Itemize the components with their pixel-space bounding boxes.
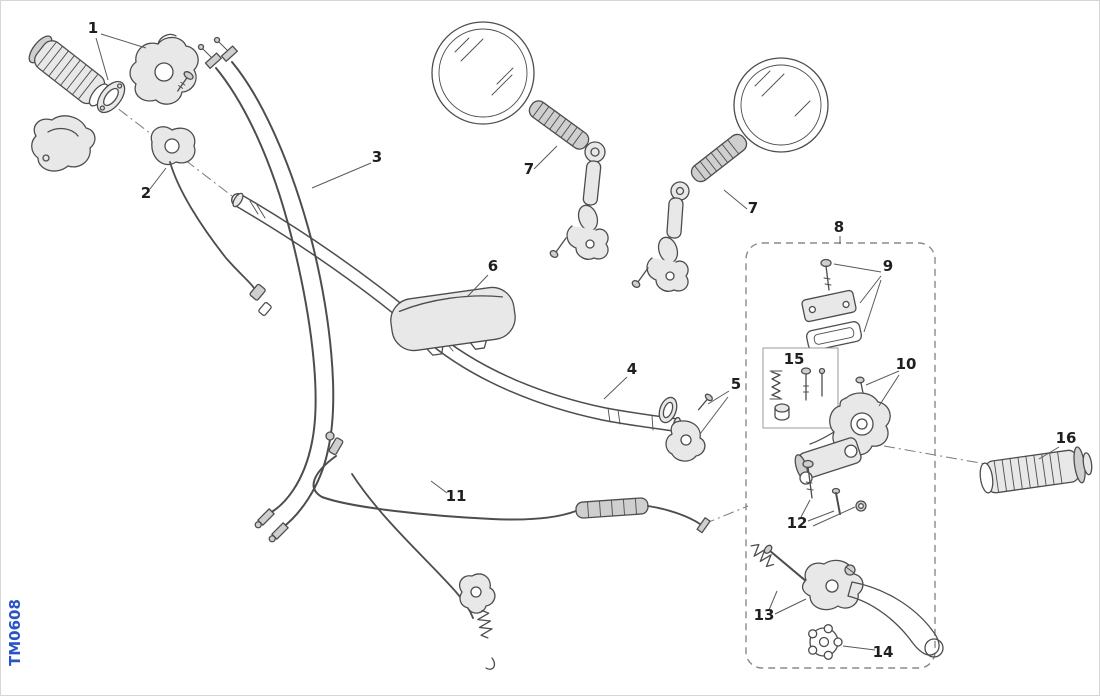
callout-labels: 1 2 3 4 5 6 7 7 8 9 10 11 12 13 14 15 16 [88,19,1077,661]
switch-housing-lower [31,115,96,172]
wire-connector [249,283,266,301]
throttle-cables [197,36,335,543]
leader-lines [95,33,1060,651]
housing-screw [177,71,194,92]
callout-15[interactable]: 15 [784,350,805,368]
mirror-left-clamp [549,204,609,260]
callout-14[interactable]: 14 [873,643,894,661]
mirror-left-stem [528,100,590,150]
mirror-left [431,21,609,260]
callout-1[interactable]: 1 [88,19,98,37]
callout-8[interactable]: 8 [834,218,844,236]
switch-lever [150,126,272,316]
callout-12[interactable]: 12 [787,514,808,532]
callout-3[interactable]: 3 [372,148,382,166]
callout-7-right[interactable]: 7 [748,199,758,217]
diagram-code: TM0608 [6,599,24,666]
callout-13[interactable]: 13 [754,606,775,624]
mounting-bolts [802,459,867,515]
right-grip [979,446,1093,494]
reservoir-cover-kit [801,258,863,351]
cable-adjuster [575,497,649,519]
bar-end-clamp [658,393,713,462]
callout-4[interactable]: 4 [627,360,637,378]
adjuster-knob [808,624,843,660]
mirror-right-clamp [631,236,689,292]
clutch-cable [312,431,711,670]
throttle-grip [28,33,199,172]
lever-pivot-parts [750,543,808,583]
mirror-right-stem [690,133,748,183]
handlebar-pad [390,286,516,356]
callout-9[interactable]: 9 [883,257,893,275]
clutch-lever [801,559,944,658]
callout-5[interactable]: 5 [731,375,741,393]
callout-10[interactable]: 10 [896,355,917,373]
mirror-right [631,57,829,292]
callout-7-left[interactable]: 7 [524,160,534,178]
callout-16[interactable]: 16 [1056,429,1077,447]
cable-end-lever [458,573,496,670]
callout-6[interactable]: 6 [488,257,498,275]
throttle-collar [96,80,126,114]
callout-11[interactable]: 11 [446,487,467,505]
rebuild-kit-box [762,347,839,429]
callout-2[interactable]: 2 [141,184,151,202]
